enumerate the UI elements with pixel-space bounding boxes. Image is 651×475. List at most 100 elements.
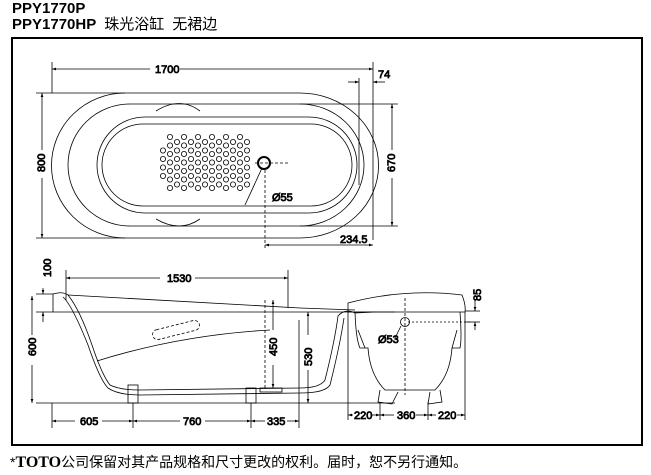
massage-dot — [180, 133, 187, 140]
side-view — [30, 270, 395, 428]
footnote-mark: * — [10, 454, 16, 470]
dim-end-center: 360 — [397, 410, 415, 422]
massage-dot — [166, 184, 173, 191]
massage-dot — [208, 184, 215, 191]
massage-dot — [187, 138, 194, 145]
massage-dot — [215, 147, 222, 154]
dim-rim-height: 530 — [303, 348, 315, 366]
massage-dot — [236, 133, 243, 140]
massage-dot — [194, 133, 201, 140]
top-view — [36, 62, 398, 250]
massage-dot — [194, 176, 201, 183]
model-code: PPY1770HP — [12, 16, 97, 33]
massage-dot — [173, 164, 180, 171]
drawing-frame — [11, 37, 643, 446]
massage-dot — [166, 142, 173, 149]
massage-dot — [187, 155, 194, 162]
dim-leg-b: 760 — [183, 416, 201, 428]
dim-overflow-offset: 74 — [378, 69, 390, 81]
massage-dot — [201, 172, 208, 179]
massage-dot — [236, 167, 243, 174]
dim-rim-thickness: 85 — [472, 289, 484, 301]
massage-dot — [159, 164, 166, 171]
massage-dot — [222, 176, 229, 183]
overflow-diameter: Ø53 — [378, 334, 399, 346]
massage-dot — [208, 142, 215, 149]
massage-dot — [166, 133, 173, 140]
massage-dot — [166, 176, 173, 183]
massage-dot — [194, 184, 201, 191]
dim-drain-offset: 234.5 — [340, 234, 368, 246]
massage-dot — [159, 147, 166, 154]
massage-dot — [229, 181, 236, 188]
dim-inner-length: 1530 — [167, 273, 191, 285]
massage-dot — [236, 184, 243, 191]
massage-dot — [229, 147, 236, 154]
massage-dot — [236, 176, 243, 183]
massage-dot — [215, 138, 222, 145]
dim-width: 800 — [36, 154, 48, 172]
dim-water-depth: 450 — [268, 338, 280, 356]
massage-dot — [208, 167, 215, 174]
massage-dot — [201, 164, 208, 171]
massage-dot — [166, 159, 173, 166]
massage-dot — [236, 142, 243, 149]
massage-dot — [194, 150, 201, 157]
massage-dot — [180, 142, 187, 149]
massage-dot — [229, 164, 236, 171]
massage-dot — [173, 155, 180, 162]
dim-inner-width: 670 — [386, 154, 398, 172]
massage-dot — [208, 176, 215, 183]
massage-dot — [208, 133, 215, 140]
massage-dot — [222, 133, 229, 140]
massage-dot — [243, 155, 250, 162]
massage-dot — [243, 181, 250, 188]
drain-diameter: Ø55 — [272, 192, 293, 204]
massage-dot — [173, 172, 180, 179]
massage-dot — [166, 167, 173, 174]
massage-dot — [229, 155, 236, 162]
massage-dot — [159, 155, 166, 162]
drain-icon — [257, 156, 271, 170]
massage-dot — [159, 172, 166, 179]
massage-dot — [222, 159, 229, 166]
massage-dot — [208, 150, 215, 157]
massage-dot — [187, 181, 194, 188]
product-name: 珠光浴缸 — [104, 16, 165, 33]
massage-dot — [180, 150, 187, 157]
product-type: 无裙边 — [172, 16, 218, 33]
dim-rim-rise: 100 — [42, 259, 54, 277]
massage-dot — [243, 147, 250, 154]
massage-dot — [236, 159, 243, 166]
massage-dot — [222, 142, 229, 149]
massage-dot — [215, 172, 222, 179]
model-title-2: PPY1770HP 珠光浴缸无裙边 — [12, 17, 217, 32]
footnote-text: 公司保留对其产品规格和尺寸更改的权利。届时，恕不另行通知。 — [61, 454, 468, 470]
massage-dot — [229, 172, 236, 179]
massage-dot — [173, 138, 180, 145]
massage-dot — [180, 184, 187, 191]
dim-end-right: 220 — [438, 410, 456, 422]
massage-dot — [243, 172, 250, 179]
massage-dot — [222, 184, 229, 191]
massage-dot — [201, 138, 208, 145]
massage-dot — [201, 147, 208, 154]
massage-dot — [173, 181, 180, 188]
dim-leg-c: 335 — [267, 416, 285, 428]
massage-dot — [187, 172, 194, 179]
end-view — [347, 292, 480, 420]
dim-total-height: 600 — [27, 338, 39, 356]
massage-dot — [201, 155, 208, 162]
massage-dot — [194, 142, 201, 149]
footnote: *TOTO公司保留对其产品规格和尺寸更改的权利。届时，恕不另行通知。 — [10, 452, 467, 472]
massage-dot — [180, 176, 187, 183]
massage-dot — [201, 181, 208, 188]
massage-dot — [208, 159, 215, 166]
dim-end-left: 220 — [354, 410, 372, 422]
massage-dot — [215, 164, 222, 171]
massage-dot — [222, 167, 229, 174]
massage-dot — [229, 138, 236, 145]
massage-dots — [159, 133, 250, 191]
massage-dot — [236, 150, 243, 157]
